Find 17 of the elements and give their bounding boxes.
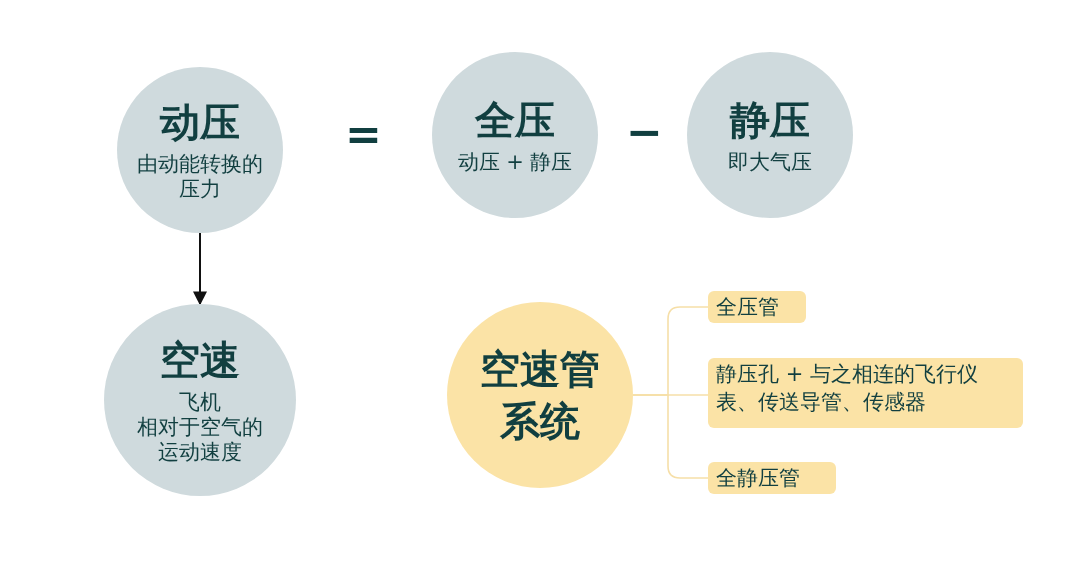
- arrow: [193, 232, 207, 306]
- minus-sign: −: [626, 110, 663, 154]
- circle-heading: 动压: [160, 98, 240, 146]
- circle-text: 飞机: [179, 389, 221, 415]
- circle-text: 动压 + 静压: [457, 149, 573, 175]
- circle-heading: 全压: [475, 95, 555, 144]
- equals-sign: =: [345, 112, 382, 156]
- circle-text: 由动能转换的压力: [136, 152, 264, 202]
- connector-line: [632, 394, 709, 479]
- circle-text: 相对于空气的运动速度: [136, 414, 264, 465]
- circle-heading: 静压: [730, 95, 810, 144]
- circle-heading: 空速管系统: [479, 345, 601, 446]
- label-box: 静压孔 + 与之相连的飞行仪表、传送导管、传感器: [708, 358, 1023, 428]
- circle-text: 即大气压: [728, 149, 812, 175]
- label-box: 全静压管: [708, 462, 836, 494]
- circle-heading: 空速: [160, 335, 240, 384]
- label-box: 全压管: [708, 291, 806, 323]
